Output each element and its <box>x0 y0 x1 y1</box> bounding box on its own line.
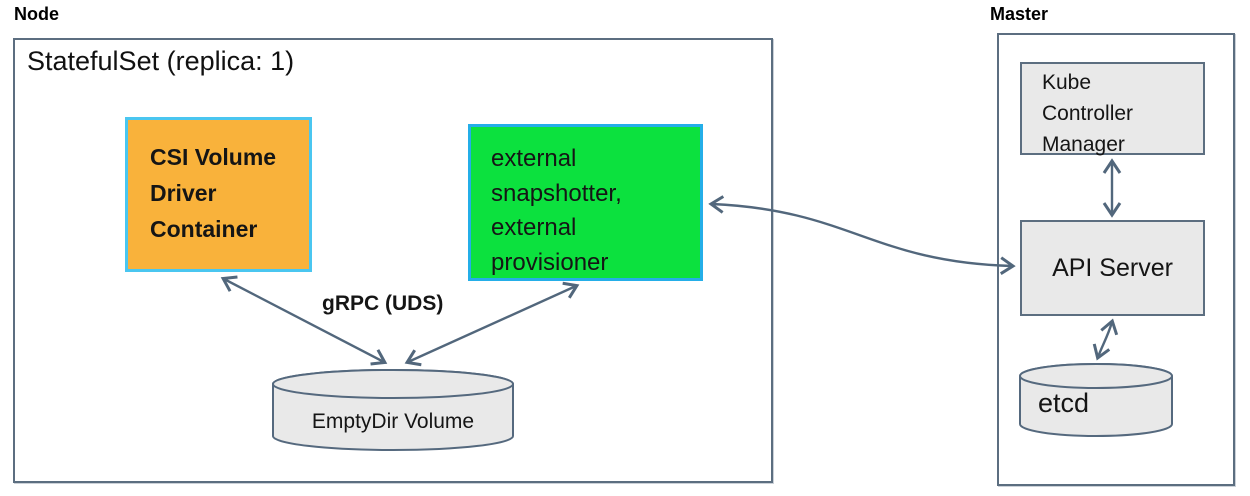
kube-controller-manager-label: Kube Controller Manager <box>1042 71 1134 157</box>
grpc-uds-label: gRPC (UDS) <box>322 292 444 315</box>
api-server-box: API Server <box>1020 220 1205 316</box>
node-group-label: Node <box>14 4 59 24</box>
api-server-label: API Server <box>1052 253 1173 282</box>
emptydir-volume-label: EmptyDir Volume <box>311 410 475 433</box>
master-group-label: Master <box>990 4 1049 24</box>
csi-volume-driver-box: CSI Volume Driver Container <box>125 117 312 272</box>
sidecar-containers-box: external snapshotter, external provision… <box>468 124 703 281</box>
sidecar-containers-label: external snapshotter, external provision… <box>491 145 622 276</box>
kube-controller-manager-box: Kube Controller Manager <box>1020 62 1205 156</box>
etcd-label: etcd <box>1038 388 1090 418</box>
statefulset-label: StatefulSet (replica: 1) <box>27 46 295 76</box>
csi-volume-driver-label: CSI Volume Driver Container <box>150 144 277 242</box>
